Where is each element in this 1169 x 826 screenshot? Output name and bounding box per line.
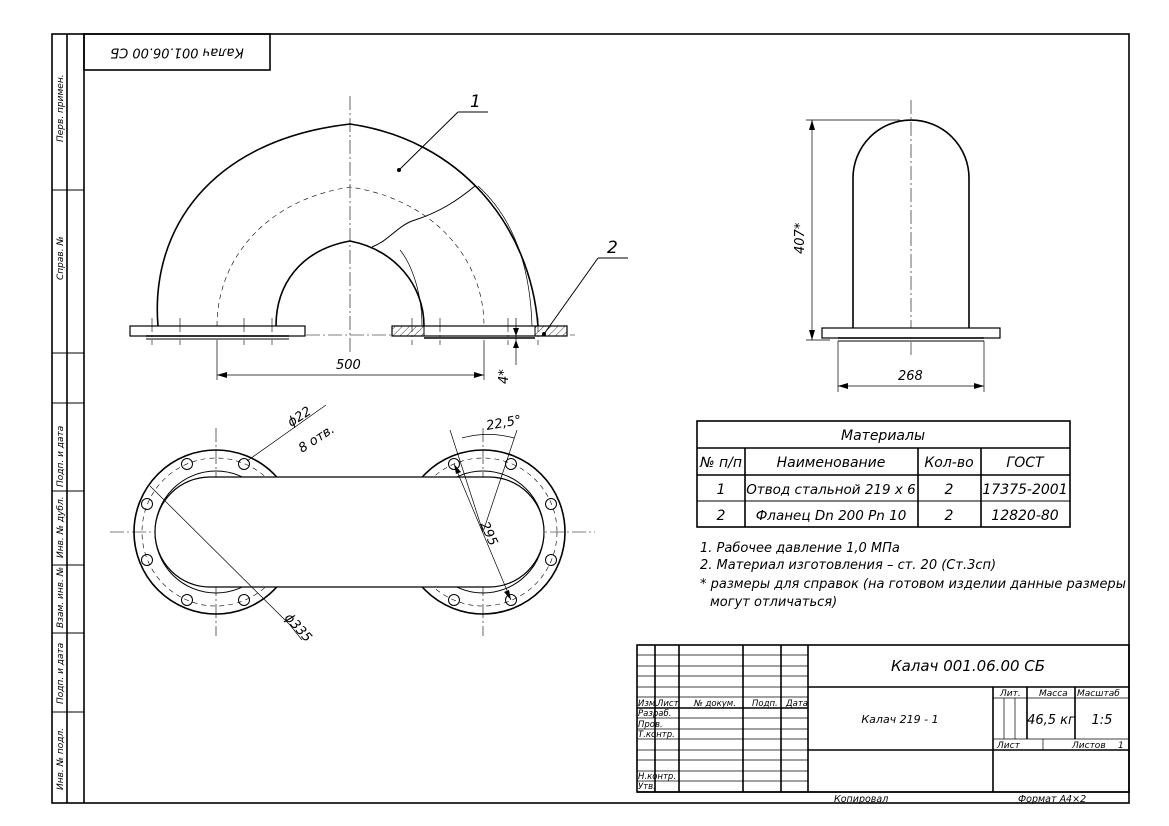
materials-header: Кол-во bbox=[924, 455, 973, 471]
side-label: Справ. № bbox=[56, 236, 66, 280]
front-view: 1 2 500 4* bbox=[129, 92, 628, 384]
tb-col-header: Изм. bbox=[638, 699, 658, 709]
top-stamp-box bbox=[83, 33, 271, 71]
tb-scale: 1:5 bbox=[1092, 713, 1113, 728]
tb-col-header: Подп. bbox=[752, 699, 778, 709]
materials-header: Наименование bbox=[777, 455, 886, 471]
top-view: ϕ335 ϕ22 8 отв. 295 22,5° bbox=[110, 404, 595, 645]
side-label: Подп. и дата bbox=[56, 426, 66, 487]
dim-500: 500 bbox=[336, 358, 361, 373]
tb-format: Формат А4×2 bbox=[1018, 794, 1086, 805]
tb-role: Т.контр. bbox=[638, 730, 675, 740]
tb-sheets: 1 bbox=[1118, 741, 1124, 751]
tb-lit-label: Лит. bbox=[999, 689, 1021, 699]
materials-cell: Отвод стальной 219 x 6 bbox=[746, 482, 916, 498]
notes: 1. Рабочее давление 1,0 МПа 2. Материал … bbox=[700, 541, 1126, 610]
side-label: Подп. и дата bbox=[56, 643, 66, 704]
tb-role: Пров. bbox=[638, 720, 663, 730]
tb-col-header: № докум. bbox=[693, 699, 736, 709]
materials-cell: 2 bbox=[717, 508, 726, 524]
title-block: Калач 001.06.00 СБ Калач 219 - 1 Изм. Ли… bbox=[636, 644, 1130, 805]
callout-1: 1 bbox=[470, 92, 481, 112]
side-view: 407* 268 bbox=[793, 100, 1001, 392]
tb-role: Разраб. bbox=[638, 709, 671, 719]
bolt-holes bbox=[141, 458, 557, 606]
materials-cell: 2 bbox=[945, 482, 954, 498]
note-line: 2. Материал изготовления – ст. 20 (Ст.3с… bbox=[700, 558, 996, 573]
dim-hole-count: 8 отв. bbox=[296, 422, 337, 456]
tb-copied: Копировал bbox=[834, 794, 888, 805]
tb-col-header: Лист bbox=[656, 699, 680, 709]
dim-width: 268 bbox=[898, 369, 923, 384]
materials-cell: 17375-2001 bbox=[982, 482, 1067, 498]
note-line: 1. Рабочее давление 1,0 МПа bbox=[700, 541, 900, 556]
side-label: Перв. примен. bbox=[56, 74, 66, 142]
tb-role: Н.контр. bbox=[638, 772, 676, 782]
materials-cell: 12820-80 bbox=[991, 508, 1058, 524]
tb-name: Калач 219 - 1 bbox=[861, 713, 938, 726]
callout-2: 2 bbox=[607, 238, 618, 258]
dim-angle: 22,5° bbox=[485, 413, 523, 434]
note-line: * размеры для справок (на готовом издели… bbox=[700, 577, 1126, 592]
tb-sheets-label: Листов bbox=[1071, 741, 1106, 751]
materials-header: № п/п bbox=[699, 455, 742, 471]
dim-hole-dia: ϕ22 bbox=[285, 404, 314, 430]
materials-cell: 1 bbox=[717, 482, 726, 498]
materials-cell: Фланец Dn 200 Pn 10 bbox=[756, 508, 907, 524]
tb-mass-label: Масса bbox=[1039, 689, 1068, 699]
sheet-frame bbox=[51, 33, 1130, 804]
tb-designation: Калач 001.06.00 СБ bbox=[891, 657, 1045, 675]
side-label: Инв. № подл. bbox=[56, 728, 66, 790]
tb-sheet-label: Лист bbox=[996, 741, 1021, 751]
materials-title: Материалы bbox=[841, 428, 925, 444]
side-label: Взам. инв. № bbox=[56, 567, 66, 628]
materials-header: ГОСТ bbox=[1006, 455, 1045, 471]
tb-scale-label: Масштаб bbox=[1077, 689, 1120, 699]
materials-cell: 2 bbox=[945, 508, 954, 524]
note-line: могут отличаться) bbox=[710, 595, 837, 610]
tb-mass: 46,5 кг bbox=[1027, 713, 1075, 728]
dim-wall: 4* bbox=[497, 369, 512, 384]
tb-col-header: Дата bbox=[785, 699, 808, 709]
dim-flange-dia: ϕ335 bbox=[281, 611, 314, 646]
tb-role: Утв. bbox=[638, 782, 656, 792]
top-stamp: Калач 001.06.00 СБ bbox=[110, 45, 244, 60]
materials-table: Материалы № п/п Наименование Кол-во ГОСТ… bbox=[696, 420, 1071, 528]
side-label: Инв. № дубл. bbox=[56, 496, 66, 558]
dim-height: 407* bbox=[793, 222, 808, 254]
